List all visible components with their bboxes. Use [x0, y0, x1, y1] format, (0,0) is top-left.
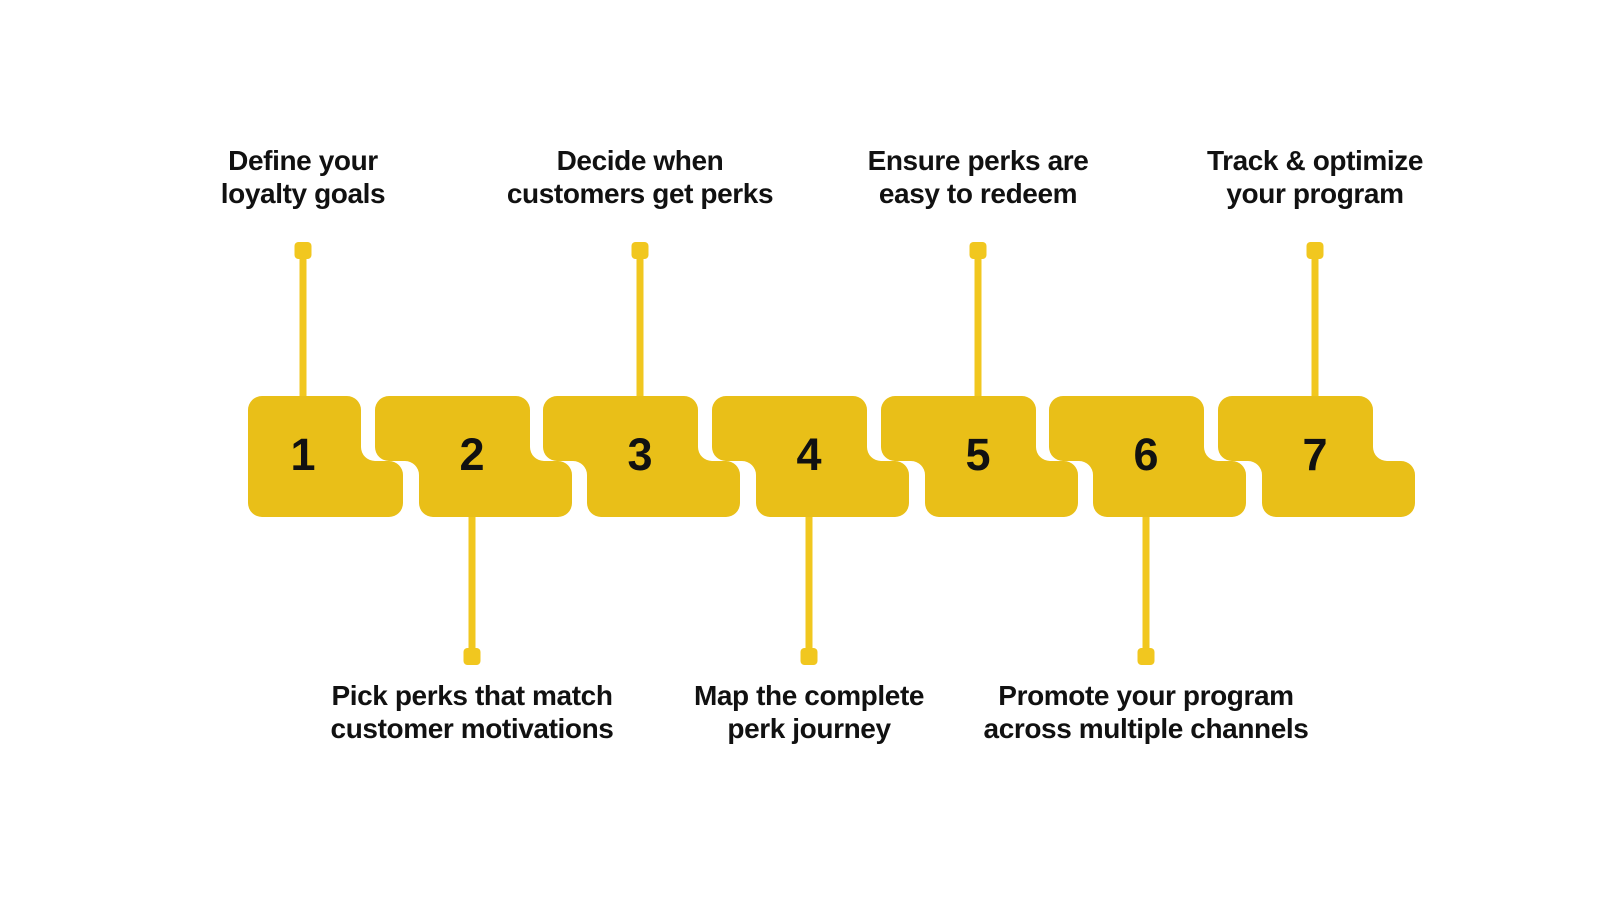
- step-4-connector-cap: [800, 648, 818, 665]
- step-2-block: [375, 396, 572, 517]
- step-1-label: Define your loyalty goals: [73, 144, 533, 210]
- step-2-connector-line: [468, 513, 476, 653]
- step-2-label-line-2: customer motivations: [330, 713, 614, 744]
- step-4-number: 4: [796, 429, 822, 480]
- step-5-label: Ensure perks are easy to redeem: [748, 144, 1208, 210]
- step-1-connector-line: [299, 252, 307, 400]
- step-3-label-line-1: Decide when: [556, 145, 724, 176]
- step-5-connector-line: [974, 252, 982, 400]
- step-7-connector: [1306, 242, 1324, 400]
- step-3-connector-line: [636, 252, 644, 400]
- step-7-block: [1218, 396, 1415, 517]
- step-6-label-line-1: Promote your program: [998, 680, 1294, 711]
- step-5-connector: [969, 242, 987, 400]
- step-4-connector-line: [805, 513, 813, 653]
- step-1-block: [248, 396, 403, 517]
- step-6-label-line-2: across multiple channels: [983, 713, 1309, 744]
- step-6-block: [1049, 396, 1246, 517]
- step-3-connector: [631, 242, 649, 400]
- step-6-connector: [1137, 513, 1155, 665]
- step-1-connector-cap: [294, 242, 312, 259]
- step-5-label-line-1: Ensure perks are: [867, 145, 1089, 176]
- step-6-number: 6: [1133, 429, 1159, 480]
- step-6-connector-cap: [1137, 648, 1155, 665]
- step-1-number: 1: [290, 429, 316, 480]
- step-3-connector-cap: [631, 242, 649, 259]
- step-7-number: 7: [1302, 429, 1328, 480]
- step-5-number: 5: [965, 429, 991, 480]
- step-7-connector-cap: [1306, 242, 1324, 259]
- step-4-block: [712, 396, 909, 517]
- step-3-number: 3: [627, 429, 653, 480]
- step-2-label: Pick perks that match customer motivatio…: [242, 679, 702, 745]
- step-5-label-line-2: easy to redeem: [878, 178, 1078, 209]
- step-5-block: [881, 396, 1078, 517]
- step-2-number: 2: [459, 429, 485, 480]
- step-1-label-line-1: Define your: [228, 145, 378, 176]
- step-6-connector-line: [1142, 513, 1150, 653]
- step-2-label-line-1: Pick perks that match: [331, 680, 613, 711]
- step-4-label: Map the complete perk journey: [579, 679, 1039, 745]
- step-6-label: Promote your program across multiple cha…: [916, 679, 1376, 745]
- step-7-label-line-2: your program: [1226, 178, 1404, 209]
- step-2-connector-cap: [463, 648, 481, 665]
- step-4-label-line-1: Map the complete: [693, 680, 925, 711]
- step-1-label-line-2: loyalty goals: [220, 178, 386, 209]
- step-7-connector-line: [1311, 252, 1319, 400]
- step-1-connector: [294, 242, 312, 400]
- step-2-connector: [463, 513, 481, 665]
- step-3-block: [543, 396, 740, 517]
- step-3-label-line-2: customers get perks: [506, 178, 774, 209]
- step-7-label-line-1: Track & optimize: [1206, 145, 1424, 176]
- step-4-connector: [800, 513, 818, 665]
- step-3-label: Decide when customers get perks: [410, 144, 870, 210]
- step-7-label: Track & optimize your program: [1085, 144, 1545, 210]
- step-4-label-line-2: perk journey: [727, 713, 891, 744]
- step-5-connector-cap: [969, 242, 987, 259]
